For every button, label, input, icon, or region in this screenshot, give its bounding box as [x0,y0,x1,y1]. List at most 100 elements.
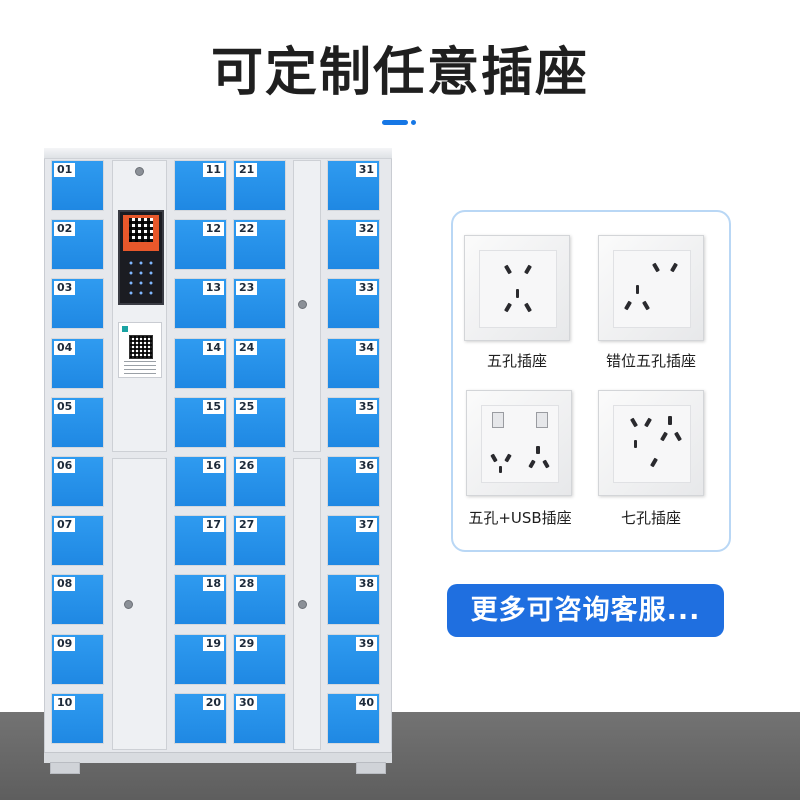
locker-door-37[interactable]: 37 [327,515,380,567]
locker-number: 01 [54,163,76,177]
locker-door-12[interactable]: 12 [174,219,227,271]
locker-door-39[interactable]: 39 [327,633,380,685]
page-title: 可定制任意插座 [210,43,589,103]
locker-door-36[interactable]: 36 [327,456,380,507]
locker-door-01[interactable]: 01 [51,160,104,211]
locker-door-08[interactable]: 08 [51,574,104,626]
locker-door-28[interactable]: 28 [233,574,286,626]
locker-door-11[interactable]: 11 [174,160,227,211]
seven-hole-socket-icon [613,405,691,483]
locker-door-15[interactable]: 15 [174,396,227,448]
locker-number: 14 [202,340,224,355]
locker-door-17[interactable]: 17 [174,515,227,567]
locker-number: 33 [355,281,377,296]
locker-door-04[interactable]: 04 [51,337,104,389]
contact-support-button[interactable]: 更多可咨询客服... [447,584,724,637]
cabinet-foot-right [356,762,386,774]
locker-number: 16 [202,459,224,473]
locker-door-20[interactable]: 20 [174,692,227,744]
locker-door-26[interactable]: 26 [233,456,286,507]
locker-door-02[interactable]: 02 [51,219,104,271]
control-panel [112,160,167,452]
locker-number: 08 [54,577,76,592]
usb-port-icon [492,412,504,428]
locker-door-21[interactable]: 21 [233,160,286,211]
locker-door-18[interactable]: 18 [174,574,227,626]
sticker-text-lines [124,361,156,375]
narrow-door-lower[interactable] [293,458,321,750]
kiosk-screen[interactable] [118,210,164,305]
title-accent-dot [411,120,416,125]
locker-number: 40 [355,695,377,710]
storage-door-left-lock-icon[interactable] [124,600,133,609]
locker-door-14[interactable]: 14 [174,337,227,389]
usb-port-icon [536,412,548,428]
locker-door-24[interactable]: 24 [233,337,286,389]
locker-number: 12 [202,222,224,237]
socket-option-2[interactable] [598,235,704,341]
socket-option-4[interactable] [598,390,704,496]
locker-door-06[interactable]: 06 [51,456,104,507]
locker-number: 19 [202,636,224,651]
storage-door-left[interactable] [112,458,167,750]
locker-door-10[interactable]: 10 [51,692,104,744]
control-panel-lock-icon[interactable] [135,167,144,176]
locker-door-40[interactable]: 40 [327,692,380,744]
locker-number: 27 [236,518,258,533]
locker-door-32[interactable]: 32 [327,219,380,271]
sticker-qr-code-icon [129,335,153,359]
socket-option-1[interactable] [464,235,570,341]
locker-door-27[interactable]: 27 [233,515,286,567]
narrow-door-upper[interactable] [293,160,321,452]
locker-door-07[interactable]: 07 [51,515,104,567]
socket-option-2-label: 错位五孔插座 [605,352,696,370]
cabinet-base [44,752,392,763]
five-hole-socket-icon [479,250,557,328]
locker-door-29[interactable]: 29 [233,633,286,685]
locker-number: 13 [202,281,224,296]
locker-door-22[interactable]: 22 [233,219,286,271]
locker-door-34[interactable]: 34 [327,337,380,389]
locker-number: 05 [54,399,76,414]
narrow-door-upper-lock-icon[interactable] [298,300,307,309]
cabinet-top [44,148,392,159]
locker-number: 31 [355,163,377,177]
locker-door-13[interactable]: 13 [174,278,227,330]
locker-number: 30 [236,695,258,710]
locker-door-09[interactable]: 09 [51,633,104,685]
locker-number: 18 [202,577,224,592]
locker-door-31[interactable]: 31 [327,160,380,211]
brand-logo-icon [122,326,128,332]
locker-number: 25 [236,399,258,414]
locker-number: 09 [54,636,76,651]
locker-number: 20 [202,695,224,710]
locker-door-30[interactable]: 30 [233,692,286,744]
keypad-icon[interactable] [126,258,156,298]
locker-door-19[interactable]: 19 [174,633,227,685]
locker-number: 04 [54,340,76,355]
locker-door-33[interactable]: 33 [327,278,380,330]
locker-door-05[interactable]: 05 [51,396,104,448]
locker-door-35[interactable]: 35 [327,396,380,448]
socket-option-4-label: 七孔插座 [620,509,681,527]
locker-number: 21 [236,163,258,177]
locker-number: 11 [202,163,224,177]
locker-door-03[interactable]: 03 [51,278,104,330]
locker-door-23[interactable]: 23 [233,278,286,330]
socket-option-3[interactable] [466,390,572,496]
locker-number: 38 [355,577,377,592]
locker-number: 22 [236,222,258,237]
five-hole-usb-socket-icon [481,405,559,483]
locker-number: 02 [54,222,76,237]
locker-door-25[interactable]: 25 [233,396,286,448]
qr-code-icon [129,218,153,242]
locker-number: 15 [202,399,224,414]
locker-number: 39 [355,636,377,651]
socket-option-3-label: 五孔+USB插座 [468,509,572,527]
locker-number: 06 [54,459,76,473]
locker-number: 32 [355,222,377,237]
narrow-door-lower-lock-icon[interactable] [298,600,307,609]
locker-door-38[interactable]: 38 [327,574,380,626]
locker-door-16[interactable]: 16 [174,456,227,507]
locker-number: 07 [54,518,76,533]
